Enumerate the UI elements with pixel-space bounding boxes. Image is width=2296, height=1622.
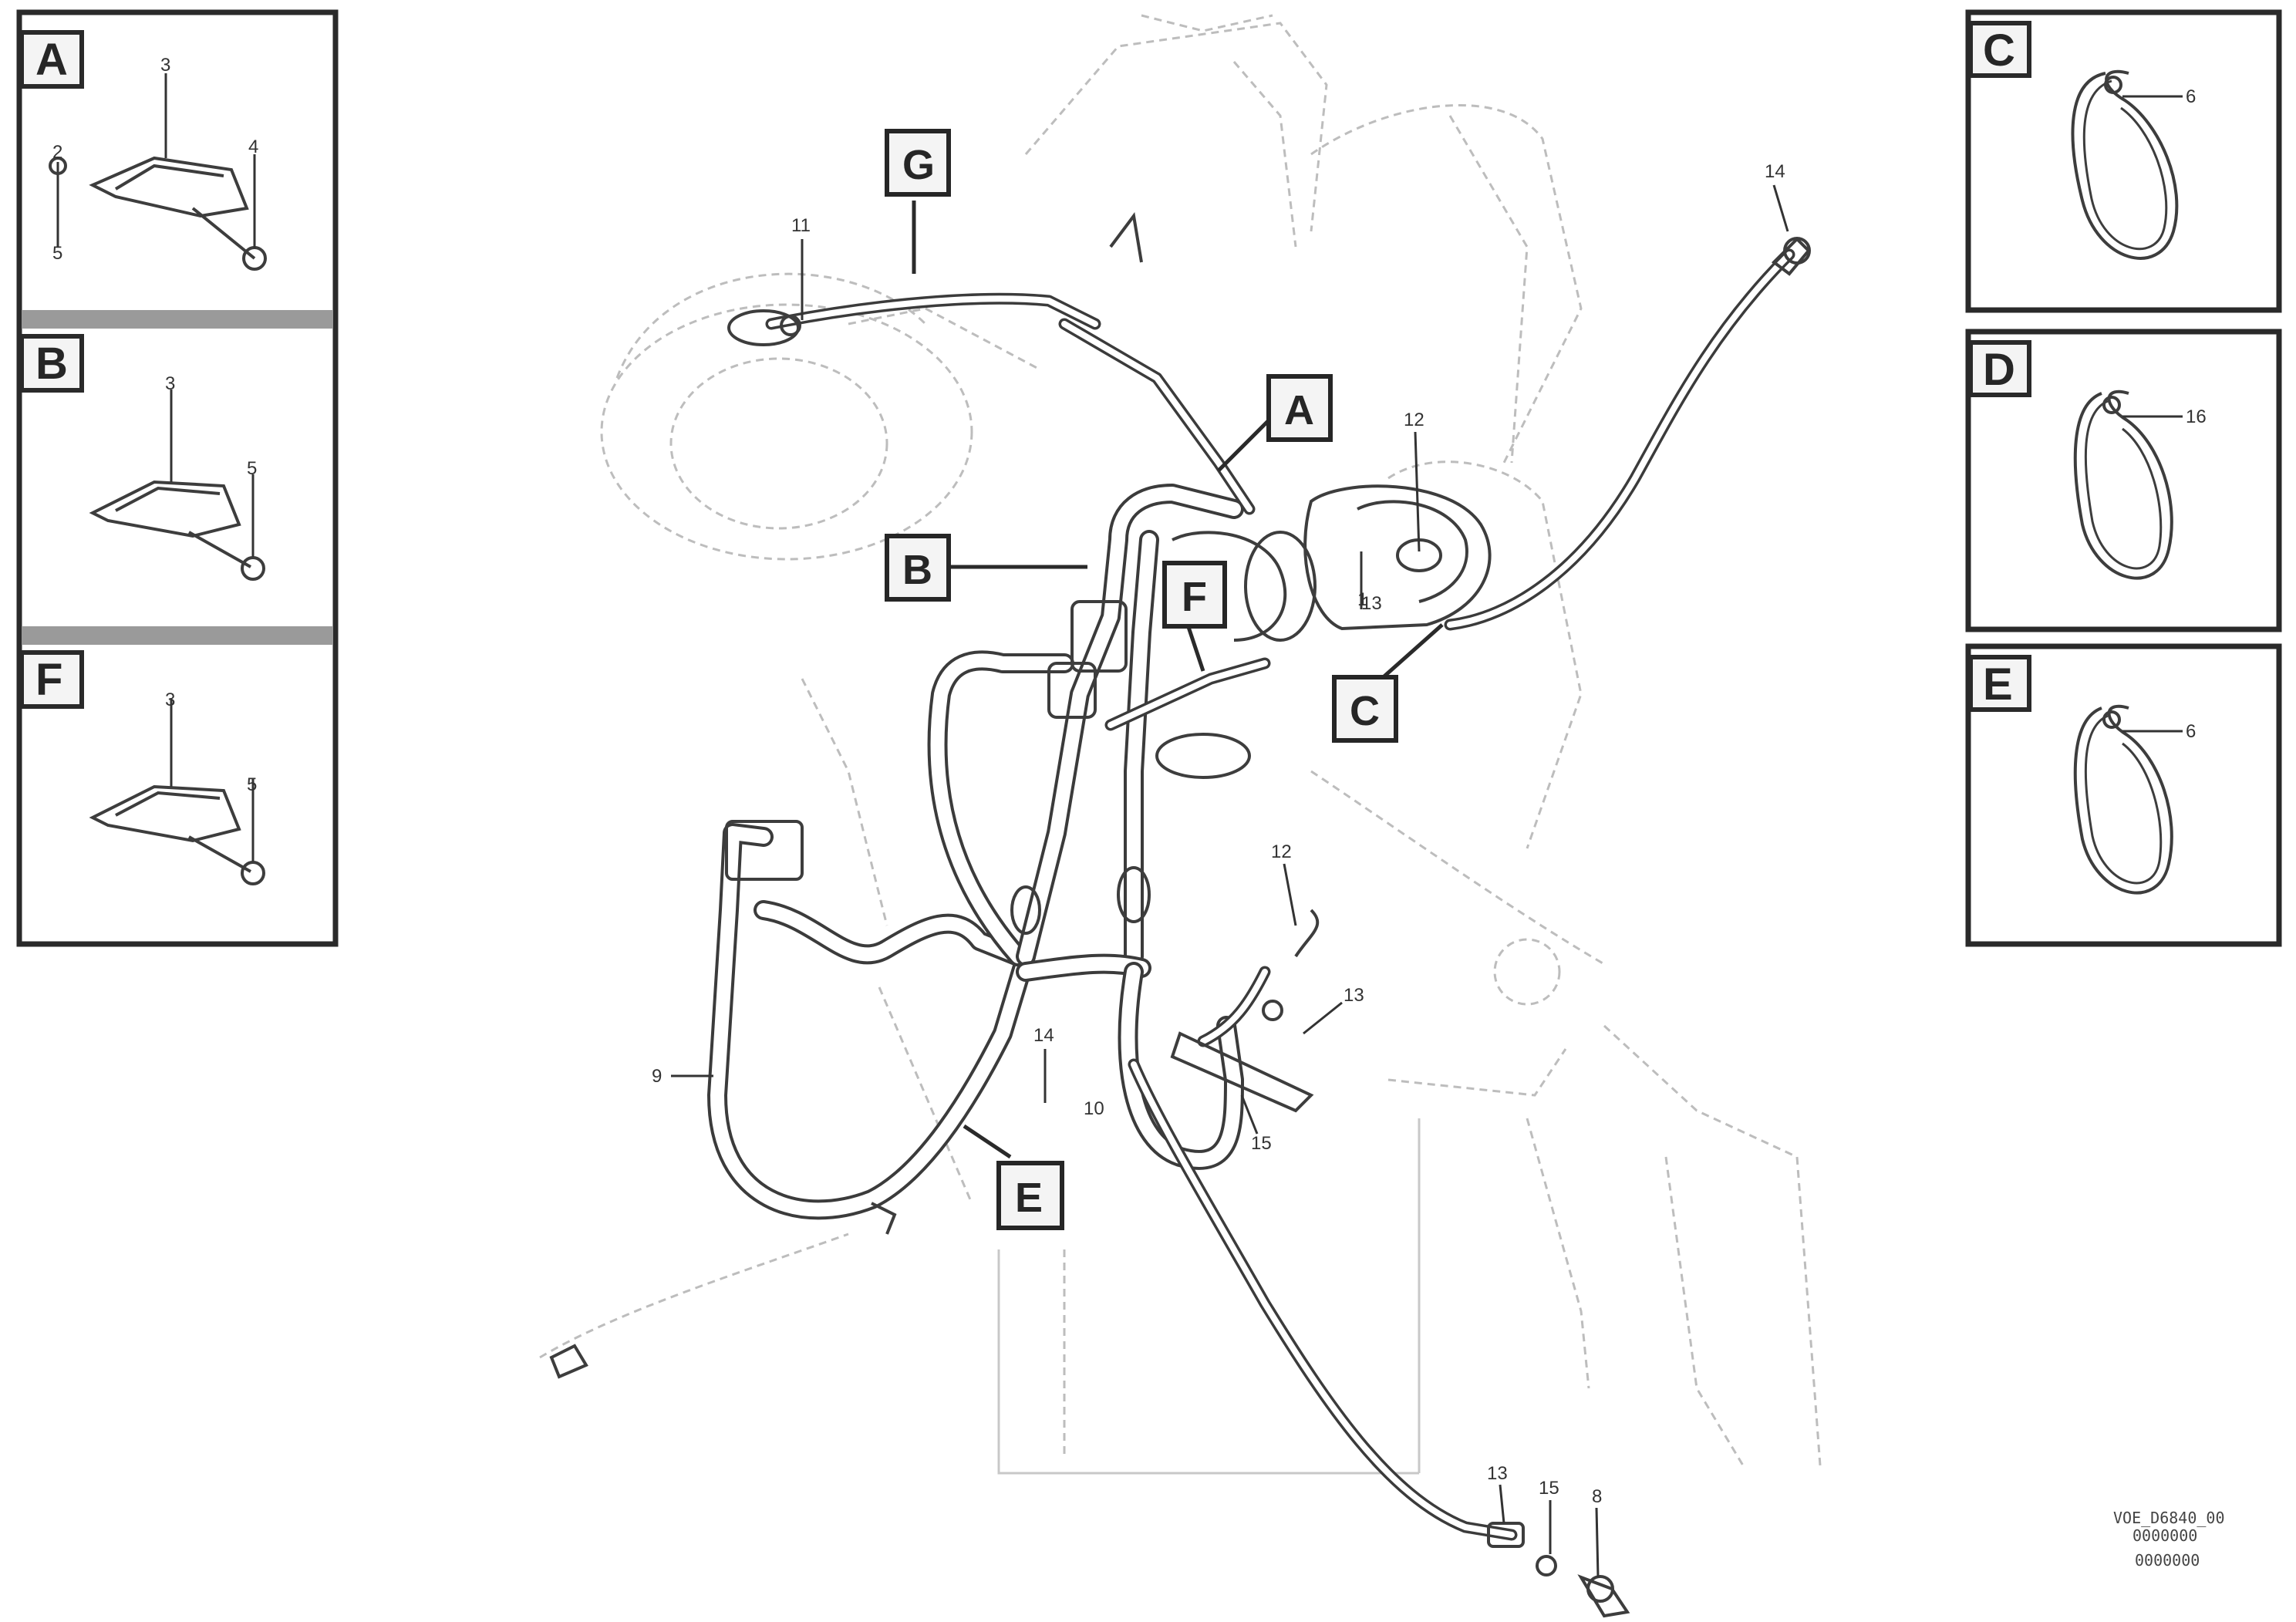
- panel-c-letter: C: [1983, 25, 2015, 76]
- reference-line-2: 0000000: [2132, 1526, 2197, 1545]
- callout-c: C: [1332, 675, 1398, 743]
- part-label-13-bottom: 13: [1487, 1463, 1508, 1484]
- callout-a: A: [1266, 374, 1333, 442]
- panel-b-letter: B: [35, 339, 68, 389]
- part-label-15-bottom: 15: [1539, 1478, 1559, 1499]
- panel-a-label-left-bottom: 5: [52, 243, 62, 264]
- part-label-9: 9: [652, 1066, 662, 1087]
- reference-line-3: 0000000: [2135, 1551, 2200, 1570]
- part-label-12-mid: 12: [1271, 841, 1292, 862]
- detail-panels-left: A 3 2 4 5 B 3 5: [16, 9, 339, 947]
- part-label-11: 11: [791, 215, 811, 236]
- detail-panels-right: C 6 D 16 E 6: [1965, 9, 2282, 947]
- svg-text:A: A: [1284, 387, 1314, 433]
- panel-b-label-top: 3: [165, 373, 175, 394]
- detail-panel-c: C 6: [1965, 9, 2282, 313]
- svg-text:B: B: [902, 547, 932, 593]
- callout-g: G: [885, 129, 951, 197]
- detail-panel-f: F 3 5: [19, 650, 265, 885]
- part-label-1: 1: [1357, 589, 1367, 610]
- panel-c-label: 6: [2186, 86, 2196, 107]
- detail-panel-b: B 3 5: [19, 334, 265, 581]
- part-label-8: 8: [1592, 1486, 1602, 1507]
- hose-assembly: [549, 212, 1811, 1618]
- part-number-labels: 11 12 13 14 1 9 14 10 12 13 15 13 15 8: [652, 161, 1785, 1507]
- panel-d-label: 16: [2186, 406, 2207, 427]
- panel-a-label-top: 3: [160, 55, 170, 76]
- panel-b-label-right: 5: [247, 458, 257, 479]
- panel-e-label: 6: [2186, 721, 2196, 742]
- part-label-15-mid: 15: [1251, 1133, 1272, 1154]
- panel-a-letter: A: [35, 35, 68, 85]
- panel-e-letter: E: [1983, 659, 2013, 710]
- part-label-14-mid: 14: [1033, 1025, 1054, 1046]
- machine-background-outline: [539, 14, 1822, 1475]
- detail-panel-e: E 6: [1965, 643, 2282, 947]
- part-label-10: 10: [1084, 1098, 1104, 1119]
- drawing-reference: VOE_D6840_00 0000000 0000000: [2113, 1509, 2225, 1570]
- reference-code: VOE_D6840_00: [2113, 1509, 2225, 1527]
- panel-a-label-right: 4: [248, 137, 258, 157]
- svg-text:F: F: [1182, 574, 1207, 620]
- panel-f-label-right: 5: [247, 774, 257, 795]
- detail-panel-d: D 16: [1965, 329, 2282, 632]
- callout-f: F: [1162, 561, 1227, 629]
- panel-a-label-left-top: 2: [52, 142, 62, 163]
- detail-panel-a: A 3 2 4 5: [19, 30, 267, 271]
- svg-text:C: C: [1350, 688, 1380, 734]
- part-label-13-mid: 13: [1344, 985, 1364, 1006]
- panel-f-label-top: 3: [165, 690, 175, 710]
- part-label-12-top: 12: [1404, 410, 1424, 430]
- part-label-13-c: 13: [1361, 593, 1382, 614]
- panel-d-letter: D: [1983, 345, 2015, 395]
- callout-b: B: [885, 534, 951, 602]
- svg-text:G: G: [902, 142, 935, 188]
- part-label-14-top: 14: [1765, 161, 1785, 182]
- leader-lines: [671, 184, 1789, 1578]
- svg-text:E: E: [1015, 1175, 1043, 1221]
- panel-f-letter: F: [35, 655, 62, 705]
- callout-e: E: [996, 1161, 1064, 1230]
